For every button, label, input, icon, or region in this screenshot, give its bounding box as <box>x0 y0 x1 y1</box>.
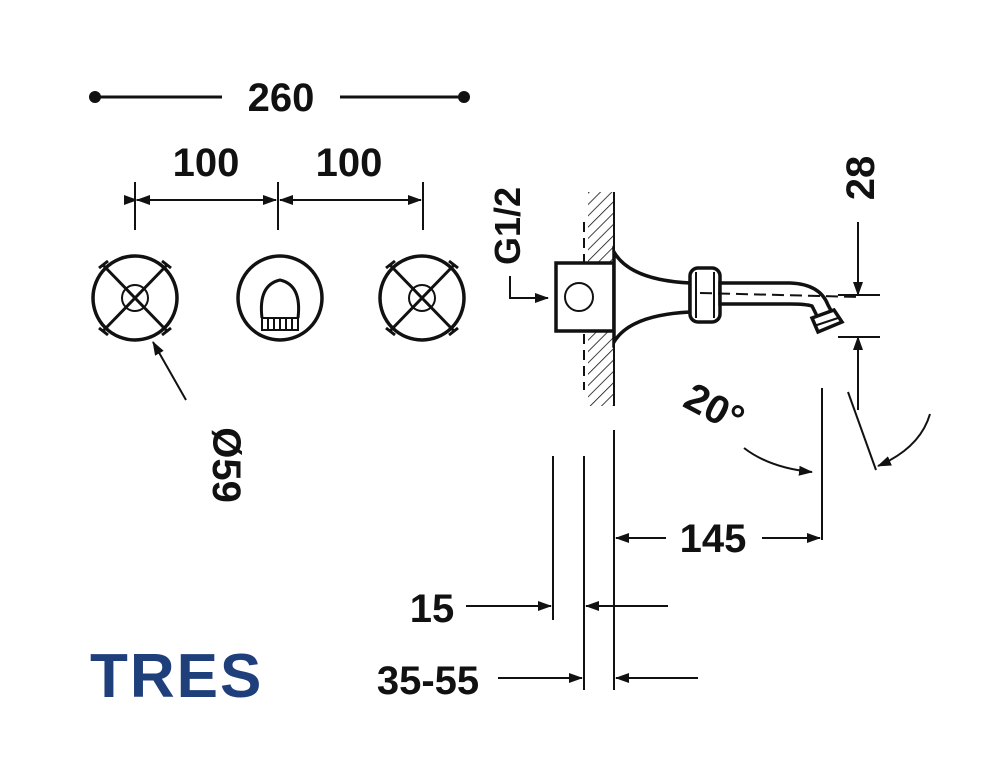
dimension-overall-width: 260 <box>89 76 470 120</box>
dimension-spout-height: 28 <box>838 156 883 410</box>
dimension-handle-spacing: 100 100 <box>124 141 424 230</box>
left-cross-handle <box>91 254 179 342</box>
connection-thread-label: G1/2 <box>487 187 528 265</box>
dimension-wall-range: 35-55 <box>377 659 698 703</box>
tres-logo: TRES <box>90 642 263 711</box>
spacing-right-label: 100 <box>316 141 383 185</box>
overall-width-label: 260 <box>248 76 315 120</box>
dimension-spout-projection: 145 <box>613 430 821 690</box>
spout-side-view <box>554 245 861 349</box>
spout-height-label: 28 <box>839 156 883 201</box>
dimension-spout-angle: 20° <box>677 375 931 540</box>
spout-projection-label: 145 <box>680 517 747 561</box>
handle-diameter-label: Ø59 <box>204 427 248 503</box>
spacing-left-label: 100 <box>173 141 240 185</box>
right-cross-handle <box>378 254 466 342</box>
tres-logo-text: TRES <box>90 642 263 711</box>
center-diverter <box>236 254 324 342</box>
plate-thickness-label: 15 <box>410 587 455 631</box>
dimension-handle-diameter: Ø59 <box>152 341 248 503</box>
dimension-connection-thread: G1/2 <box>487 187 549 303</box>
dimension-plate-thickness: 15 <box>410 456 668 690</box>
spout-angle-label: 20° <box>677 375 751 442</box>
wall-range-label: 35-55 <box>377 659 479 703</box>
